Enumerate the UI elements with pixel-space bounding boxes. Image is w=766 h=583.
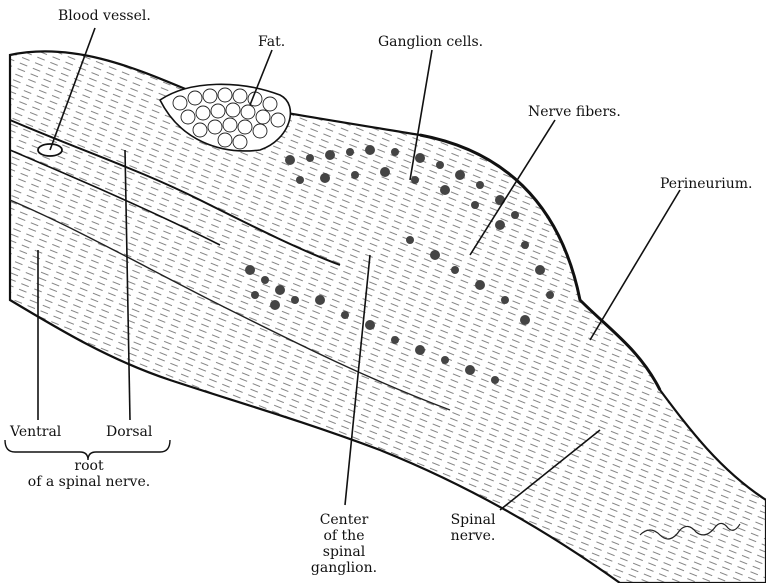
root-caption: root of a spinal nerve. — [5, 458, 173, 490]
root-caption-line1: root — [5, 458, 173, 474]
root-brace — [5, 440, 170, 460]
ganglion-cells-label: Ganglion cells. — [378, 34, 483, 50]
spinal-nerve-caption: Spinal nerve. — [438, 512, 508, 544]
dorsal-label: Dorsal — [106, 424, 152, 440]
root-caption-line2: of a spinal nerve. — [5, 474, 173, 490]
center-line2: of the — [300, 528, 388, 544]
nerve-fibers-label: Nerve fibers. — [528, 104, 621, 120]
perineurium-label: Perineurium. — [660, 176, 752, 192]
center-line1: Center — [300, 512, 388, 528]
spinal-line1: Spinal — [438, 512, 508, 528]
center-ganglion-caption: Center of the spinal ganglion. — [300, 512, 388, 576]
nerve-body — [10, 51, 766, 583]
fat-label: Fat. — [258, 34, 285, 50]
blood-vessel-label: Blood vessel. — [58, 8, 151, 24]
center-line4: ganglion. — [300, 560, 388, 576]
center-line3: spinal — [300, 544, 388, 560]
spinal-line2: nerve. — [438, 528, 508, 544]
ventral-label: Ventral — [10, 424, 61, 440]
